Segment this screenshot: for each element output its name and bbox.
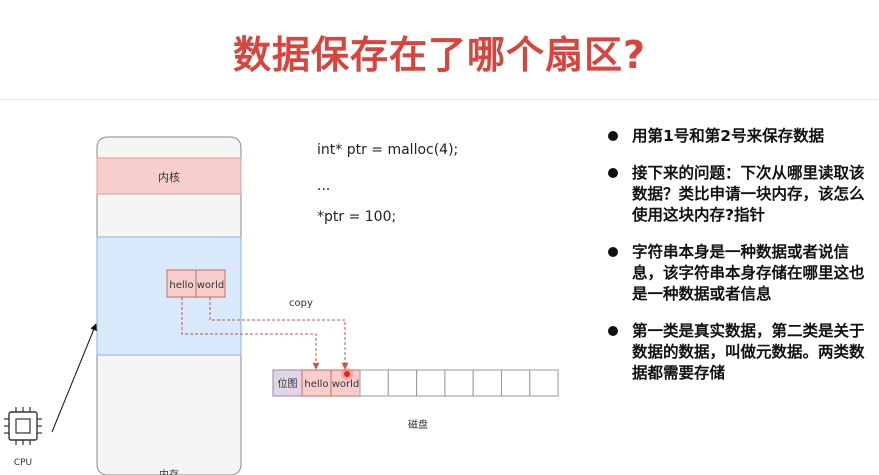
- bullet-list: 用第1号和第2号来保存数据 接下来的问题：下次从哪里读取该数据？类比申请一块内存…: [608, 126, 876, 400]
- page-title: 数据保存在了哪个扇区?: [232, 33, 647, 77]
- disk-bitmap-label: 位图: [278, 377, 298, 390]
- disk-empty-cell: [416, 369, 446, 397]
- disk-block: 位图 hello world 磁盘: [272, 368, 559, 431]
- memory-cell-hello: [166, 269, 197, 298]
- disk-empty-cell: [359, 369, 389, 397]
- cpu-icon: CPU: [4, 407, 42, 468]
- bullet-item: 字符串本身是一种数据或者说信息，该字符串本身存储在哪里这也是一种数据或者信息: [608, 242, 876, 305]
- disk-empty-cell: [444, 369, 474, 397]
- memory-cell-world: [195, 269, 226, 298]
- memory-label: 内存: [159, 468, 179, 475]
- memory-block: 内核 hello world 内存: [96, 136, 242, 475]
- kernel-label: 内核: [158, 170, 180, 184]
- bullet-item: 第一类是真实数据，第二类是关于数据的数据，叫做元数据。两类数据都需要存储: [608, 321, 876, 384]
- memory-cell-hello-label: hello: [169, 280, 193, 291]
- code-line-3: *ptr = 100;: [317, 209, 397, 225]
- disk-empty-cell: [501, 369, 531, 397]
- bullet-item: 接下来的问题：下次从哪里读取该数据？类比申请一块内存，该怎么使用这块内存?指针: [608, 163, 876, 226]
- disk-cell-world-label: world: [332, 379, 360, 390]
- memory-cell-world-label: world: [197, 280, 225, 291]
- disk-bitmap-cell: [272, 369, 303, 397]
- disk-cell-hello-label: hello: [304, 379, 328, 390]
- code-line-2: ...: [317, 178, 331, 194]
- disk-empty-cell: [472, 369, 503, 397]
- cpu-label: CPU: [14, 458, 32, 468]
- copy-arrows: copy: [181, 297, 349, 370]
- disk-cell-hello: [301, 369, 332, 397]
- title-divider: [0, 99, 879, 100]
- disk-empty-cell: [529, 369, 559, 397]
- disk-label: 磁盘: [408, 418, 428, 431]
- disk-empty-cell: [387, 369, 418, 397]
- code-line-1: int* ptr = malloc(4);: [317, 142, 459, 158]
- bullet-item: 用第1号和第2号来保存数据: [608, 126, 876, 147]
- disk-empty-cells: [359, 369, 559, 397]
- copy-arrow-world: [209, 297, 349, 370]
- cpu-to-memory-arrow: [51, 323, 97, 433]
- cursor-highlight-inner: [344, 371, 350, 377]
- copy-label: copy: [289, 298, 313, 309]
- kernel-region: [96, 157, 242, 195]
